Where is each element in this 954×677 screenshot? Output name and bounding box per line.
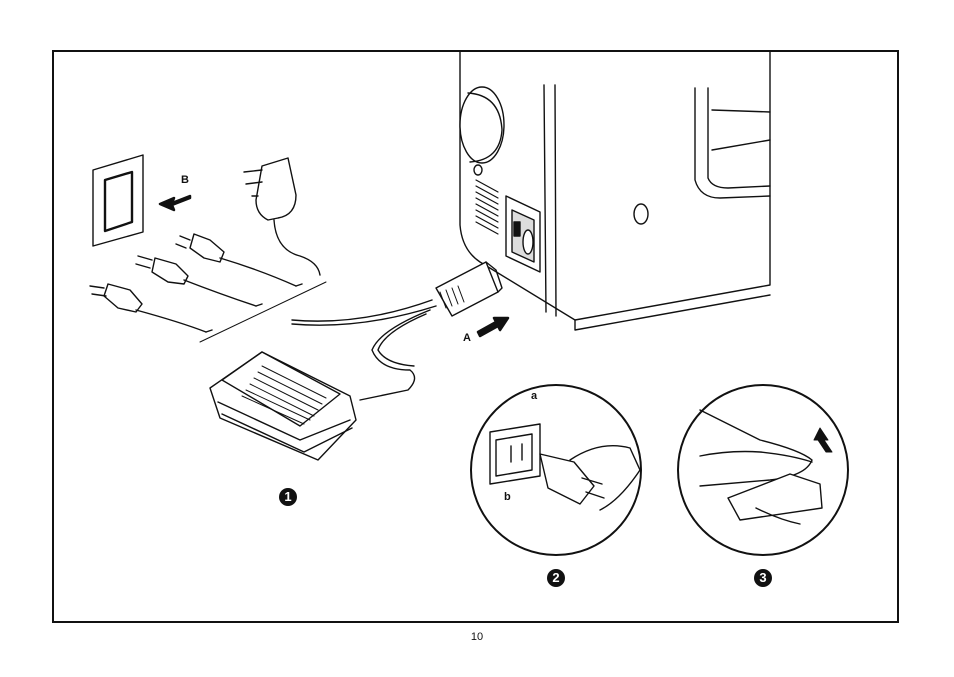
foot-controller <box>210 352 356 460</box>
arrow-a-icon <box>478 318 508 336</box>
detail-press-pedal <box>678 385 848 555</box>
label-b: B <box>181 175 189 186</box>
label-detail-b: b <box>504 492 511 503</box>
wall-socket <box>93 155 143 246</box>
label-detail-a: a <box>531 391 537 402</box>
vent-slots <box>476 180 498 234</box>
label-a: A <box>463 333 471 344</box>
step-1-badge: 1 <box>279 488 297 506</box>
arrow-b-icon <box>160 196 190 210</box>
sewing-machine <box>460 52 770 330</box>
step-2-badge: 2 <box>547 569 565 587</box>
step-3-badge: 3 <box>754 569 772 587</box>
page-number: 10 <box>0 631 954 643</box>
detail-plug-insertion <box>471 385 641 555</box>
